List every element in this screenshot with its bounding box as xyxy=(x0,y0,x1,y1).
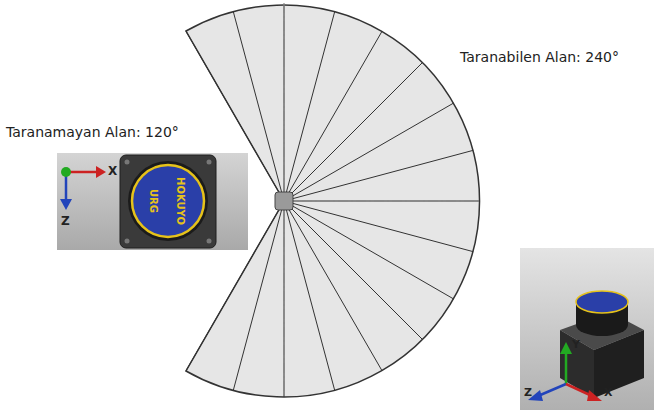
scan-ray xyxy=(284,150,473,201)
x-axis-arrow xyxy=(566,384,592,396)
scan-ray xyxy=(284,62,423,201)
model-label: URG xyxy=(147,189,159,213)
scan-ray xyxy=(284,201,454,299)
z-axis-arrow xyxy=(60,199,72,210)
axis-label: Z xyxy=(61,214,70,228)
axis-label: Y xyxy=(572,338,580,351)
icon-panel xyxy=(520,248,654,410)
sensor-cap xyxy=(132,165,204,237)
scan-ray xyxy=(284,201,335,390)
region-label: Taranamayan Alan: 120° xyxy=(6,124,179,141)
scan-ray xyxy=(284,201,473,252)
sensor-block-side xyxy=(560,330,594,398)
sensor-center xyxy=(275,192,293,210)
sensor-ring xyxy=(128,161,208,241)
region-label: Taranabilen Alan: 240° xyxy=(460,49,619,66)
axis-label: X xyxy=(108,164,117,178)
sensor-body xyxy=(120,155,216,248)
axis-label: X xyxy=(604,386,612,399)
y-axis-arrow xyxy=(565,352,568,384)
axis-label: Z xyxy=(524,386,532,399)
scan-ray xyxy=(284,201,382,371)
x-axis-arrow xyxy=(96,166,106,178)
sensor-cap xyxy=(576,291,628,313)
y-axis-dot xyxy=(61,167,71,177)
icon-panel xyxy=(57,153,248,250)
scan-ray xyxy=(284,12,335,201)
z-axis-arrow xyxy=(538,384,566,396)
axis-line xyxy=(284,200,482,201)
scan-ray xyxy=(284,201,423,340)
brand-label: HOKUYO xyxy=(174,177,186,225)
scan-ray xyxy=(284,31,382,201)
sensor-block-front xyxy=(594,330,644,398)
scan-ray xyxy=(284,103,454,201)
